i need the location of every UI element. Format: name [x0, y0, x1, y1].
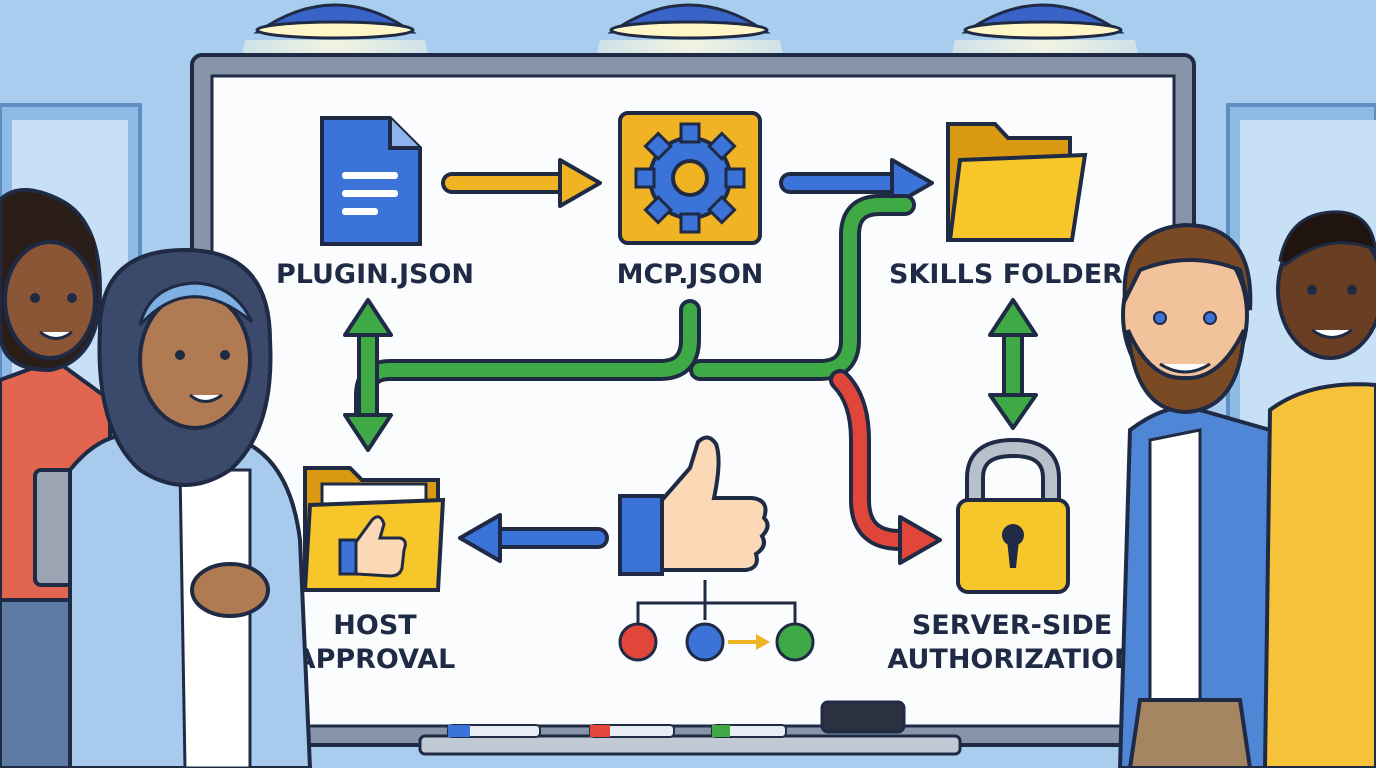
plugin-json-label: PLUGIN.JSON: [276, 259, 474, 290]
skills-folder-label: SKILLS FOLDER: [889, 259, 1123, 290]
host-approval-label-line1: HOST: [333, 610, 417, 641]
document-icon: [320, 116, 422, 246]
person-woman-hijab: [68, 247, 313, 768]
arrow-to-skills-curve: [689, 194, 916, 381]
arrow-skills-lock-double: [988, 298, 1038, 430]
node-skills-folder: SKILLS FOLDER: [889, 122, 1123, 290]
arrows: [343, 158, 1038, 565]
arrow-approval-to-host: [458, 513, 609, 563]
folder-icon: [946, 122, 1088, 242]
branch-flow-icon: [618, 580, 815, 662]
node-approval: [618, 435, 815, 662]
eraser: [820, 700, 906, 734]
arrow-plugin-to-mcp: [441, 158, 602, 208]
arrow-plugin-host-double: [343, 298, 393, 452]
host-approval-label-line2: APPROVAL: [295, 644, 456, 675]
mcp-json-label: MCP.JSON: [617, 259, 764, 290]
server-side-authorization-label-line2: AUTHORIZATION: [887, 644, 1136, 675]
thumbs-up-icon: [618, 435, 770, 576]
folder-thumbs-up-icon: [302, 466, 446, 592]
node-host-approval: HOST APPROVAL: [295, 466, 456, 675]
node-mcp-json: MCP.JSON: [617, 111, 764, 290]
node-plugin-json: PLUGIN.JSON: [276, 116, 474, 290]
padlock-icon: [956, 437, 1070, 594]
arrow-to-authorization: [829, 369, 942, 565]
node-server-side-authorization: SERVER-SIDE AUTHORIZATION: [887, 437, 1137, 675]
person-man-right: [1262, 210, 1376, 768]
server-side-authorization-label-line1: SERVER-SIDE: [912, 610, 1112, 641]
gear-icon: [618, 111, 762, 245]
